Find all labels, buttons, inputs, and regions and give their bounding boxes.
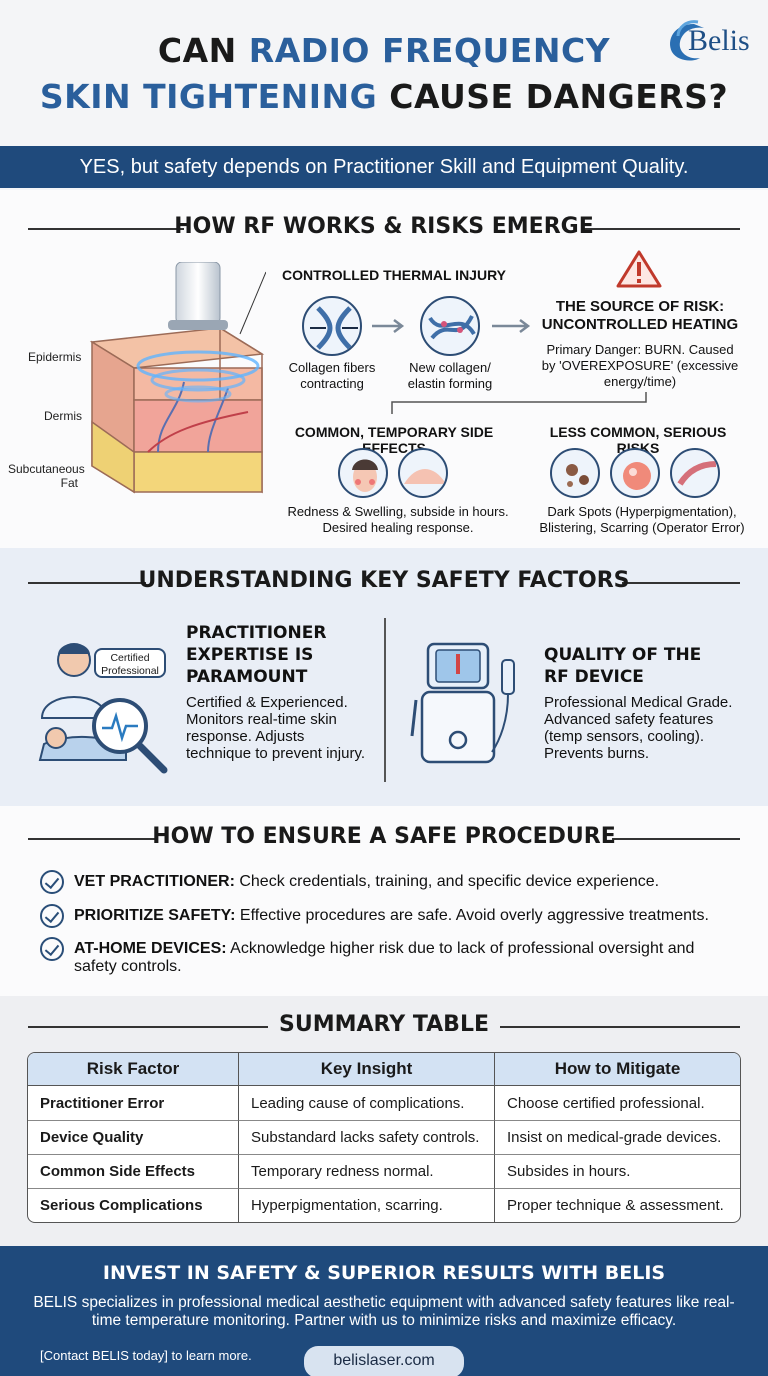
collagen-form-caption: New collagen/ elastin forming xyxy=(407,360,493,391)
answer-banner: YES, but safety depends on Practitioner … xyxy=(0,146,768,188)
common-effects-title: COMMON, TEMPORARY SIDE EFFECTS xyxy=(294,424,494,456)
common-effects-text: Redness & Swelling, subside in hours. De… xyxy=(287,504,509,535)
footer-cta: INVEST IN SAFETY & SUPERIOR RESULTS WITH… xyxy=(0,1246,768,1376)
doctor-icon xyxy=(38,643,127,761)
section-heading-ensure: HOW TO ENSURE A SAFE PROCEDURE xyxy=(152,824,616,849)
how-rf-section: HOW RF WORKS & RISKS EMERGE Epidermis De… xyxy=(0,190,768,548)
redness-face-icon xyxy=(338,448,388,498)
safe-procedure-section: HOW TO ENSURE A SAFE PROCEDURE VET PRACT… xyxy=(0,806,768,996)
layer-label-epidermis: Epidermis xyxy=(28,350,82,364)
check-icon xyxy=(40,937,64,961)
table-row: Practitioner Error Leading cause of comp… xyxy=(28,1086,740,1120)
rf-device-icon xyxy=(410,642,515,764)
layer-label-dermis: Dermis xyxy=(44,409,82,423)
scar-icon xyxy=(670,448,720,498)
section-heading-factors: UNDERSTANDING KEY SAFETY FACTORS xyxy=(138,568,630,593)
collagen-contract-caption: Collagen fibers contracting xyxy=(288,360,376,391)
dark-spots-icon xyxy=(550,448,600,498)
blister-icon xyxy=(610,448,660,498)
magnifier-icon xyxy=(92,698,168,774)
table-header: How to Mitigate xyxy=(494,1053,740,1086)
page-title: CAN RADIO FREQUENCY SKIN TIGHTENING CAUS… xyxy=(39,31,729,116)
logo-text: Belis xyxy=(688,24,750,57)
warning-icon xyxy=(616,250,662,288)
connector-line xyxy=(391,392,647,414)
step-at-home-devices: AT-HOME DEVICES: Acknowledge higher risk… xyxy=(74,940,695,975)
table-row: Device Quality Substandard lacks safety … xyxy=(28,1120,740,1154)
risk-source-text: Primary Danger: BURN. Caused by 'OVEREXP… xyxy=(541,342,739,389)
serious-risks-text: Dark Spots (Hyperpigmentation), Blisteri… xyxy=(539,504,745,535)
thermal-injury-title: CONTROLLED THERMAL INJURY xyxy=(282,267,506,283)
section-heading-how-rf: HOW RF WORKS & RISKS EMERGE xyxy=(174,214,594,239)
device-title: QUALITY OF THE RF DEVICE xyxy=(544,645,702,687)
footer-heading: INVEST IN SAFETY & SUPERIOR RESULTS WITH… xyxy=(102,1262,666,1284)
section-heading-summary: SUMMARY TABLE xyxy=(279,1012,489,1037)
arrow-icon xyxy=(372,319,405,333)
table-row: Common Side Effects Temporary redness no… xyxy=(28,1154,740,1188)
collagen-contract-icon xyxy=(302,296,362,356)
collagen-form-icon xyxy=(420,296,480,356)
step-vet-practitioner: VET PRACTITIONER: Check credentials, tra… xyxy=(74,873,660,890)
practitioner-text: Certified & Experienced. Monitors real-t… xyxy=(186,694,365,762)
check-icon xyxy=(40,870,64,894)
certified-badge: Certified Professional xyxy=(94,648,166,678)
check-icon xyxy=(40,904,64,928)
table-header: Key Insight xyxy=(238,1053,494,1086)
footer-body: BELIS specializes in professional medica… xyxy=(33,1294,735,1329)
practitioner-title: PRACTITIONER EXPERTISE IS PARAMOUNT xyxy=(186,623,327,687)
summary-table: Risk Factor Key Insight How to Mitigate … xyxy=(27,1052,741,1223)
skin-layers-diagram xyxy=(89,262,266,494)
table-row: Serious Complications Hyperpigmentation,… xyxy=(28,1188,740,1222)
safety-factors-section: UNDERSTANDING KEY SAFETY FACTORS Certifi… xyxy=(0,548,768,806)
table-header: Risk Factor xyxy=(28,1053,238,1086)
layer-label-fat: Subcutaneous Fat xyxy=(8,462,85,490)
device-text: Professional Medical Grade. Advanced saf… xyxy=(544,694,733,762)
contact-link[interactable]: [Contact BELIS today] to learn more. xyxy=(40,1348,252,1363)
step-prioritize-safety: PRIORITIZE SAFETY: Effective procedures … xyxy=(74,907,709,924)
arrow-icon xyxy=(492,319,531,333)
summary-section: SUMMARY TABLE Risk Factor Key Insight Ho… xyxy=(0,996,768,1246)
risk-source-title: THE SOURCE OF RISK: UNCONTROLLED HEATING xyxy=(541,298,739,333)
website-link[interactable]: belislaser.com xyxy=(304,1346,464,1376)
divider xyxy=(384,618,386,782)
swelling-icon xyxy=(398,448,448,498)
logo-swirl-icon xyxy=(670,20,704,61)
